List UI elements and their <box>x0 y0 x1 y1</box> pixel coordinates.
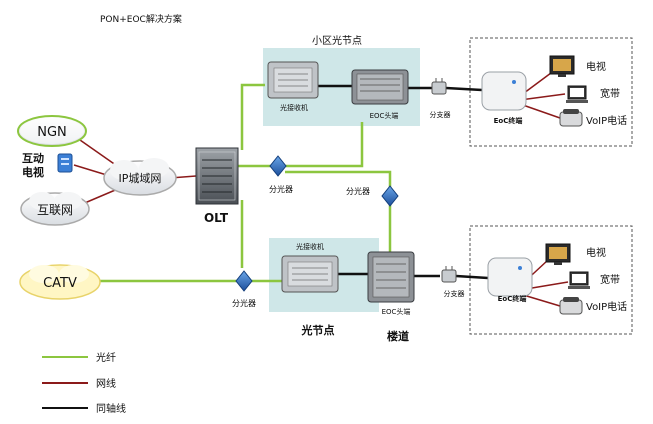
broadband-label-upper: 宽带 <box>600 87 620 100</box>
community-node-title: 小区光节点 <box>312 34 362 47</box>
ngn-cloud: NGN <box>17 115 87 147</box>
eoc-terminal-upper <box>481 71 527 111</box>
tv-label-lower: 电视 <box>586 246 606 259</box>
lower-terminal-box <box>469 225 633 335</box>
eoc-head-upper-label: EOC头端 <box>370 111 399 120</box>
server-icon <box>57 153 73 173</box>
branch-splitter-lower <box>441 266 457 283</box>
legend-label-coax: 同轴线 <box>96 402 126 415</box>
branch-splitter-upper <box>431 78 447 95</box>
catv-cloud: CATV <box>19 264 101 300</box>
optical-receiver-lower <box>281 255 339 293</box>
branch-splitter-upper-label: 分支器 <box>430 110 451 119</box>
ip-network-label: IP城域网 <box>119 172 162 185</box>
catv-label: CATV <box>43 276 77 291</box>
optical-receiver-upper <box>267 61 319 99</box>
interactive-tv-label-line2: 电视 <box>22 165 44 179</box>
fiber-lines <box>95 83 392 283</box>
broadband-label-lower: 宽带 <box>600 273 620 286</box>
interactive-tv-label-line1: 互动 <box>22 151 44 165</box>
optical-splitter-lower-label: 分光器 <box>232 298 256 308</box>
olt-label: OLT <box>204 211 229 225</box>
eoc-head-lower-label: EOC头端 <box>382 307 411 316</box>
legend-label-fiber: 光纤 <box>96 351 116 364</box>
optical-receiver-lower-label: 光接收机 <box>296 242 324 251</box>
eoc-terminal-upper-label: EoC终端 <box>494 116 523 125</box>
ngn-label: NGN <box>37 125 67 140</box>
eoc-terminal-lower-label: EoC终端 <box>498 294 527 303</box>
legend: 光纤 网线 同轴线 <box>42 351 126 415</box>
coax-lines <box>318 84 489 280</box>
building-label: 楼道 <box>387 329 409 343</box>
legend-label-network: 网线 <box>96 377 116 390</box>
optical-splitter-vertical <box>381 185 399 207</box>
computer-icon-lower <box>568 271 590 289</box>
optical-splitter-mid-label: 分光器 <box>269 184 293 194</box>
upper-terminal-box <box>469 37 633 147</box>
branch-splitter-lower-label: 分支器 <box>444 289 465 298</box>
tv-icon-upper <box>549 55 575 77</box>
internet-cloud: 互联网 <box>20 192 90 226</box>
optical-node-label: 光节点 <box>301 323 335 337</box>
internet-label: 互联网 <box>37 203 73 217</box>
phone-icon-lower <box>559 297 583 315</box>
eoc-terminal-lower <box>487 257 533 297</box>
diagram-title: PON+EOC解决方案 <box>100 13 182 25</box>
optical-splitter-vertical-label: 分光器 <box>346 186 370 196</box>
computer-icon-upper <box>566 85 588 103</box>
optical-splitter-lower <box>235 270 253 292</box>
voip-label-lower: VoIP电话 <box>586 300 627 313</box>
optical-splitter-mid <box>269 155 287 177</box>
olt-device <box>195 147 239 205</box>
tv-icon-lower <box>545 243 571 265</box>
voip-label-upper: VoIP电话 <box>586 114 627 127</box>
ip-network-cloud: IP城域网 <box>103 158 177 196</box>
tv-label-upper: 电视 <box>586 60 606 73</box>
phone-icon-upper <box>559 109 583 127</box>
optical-receiver-upper-label: 光接收机 <box>280 103 308 112</box>
eoc-head-lower <box>367 251 415 303</box>
eoc-head-upper <box>351 69 409 105</box>
